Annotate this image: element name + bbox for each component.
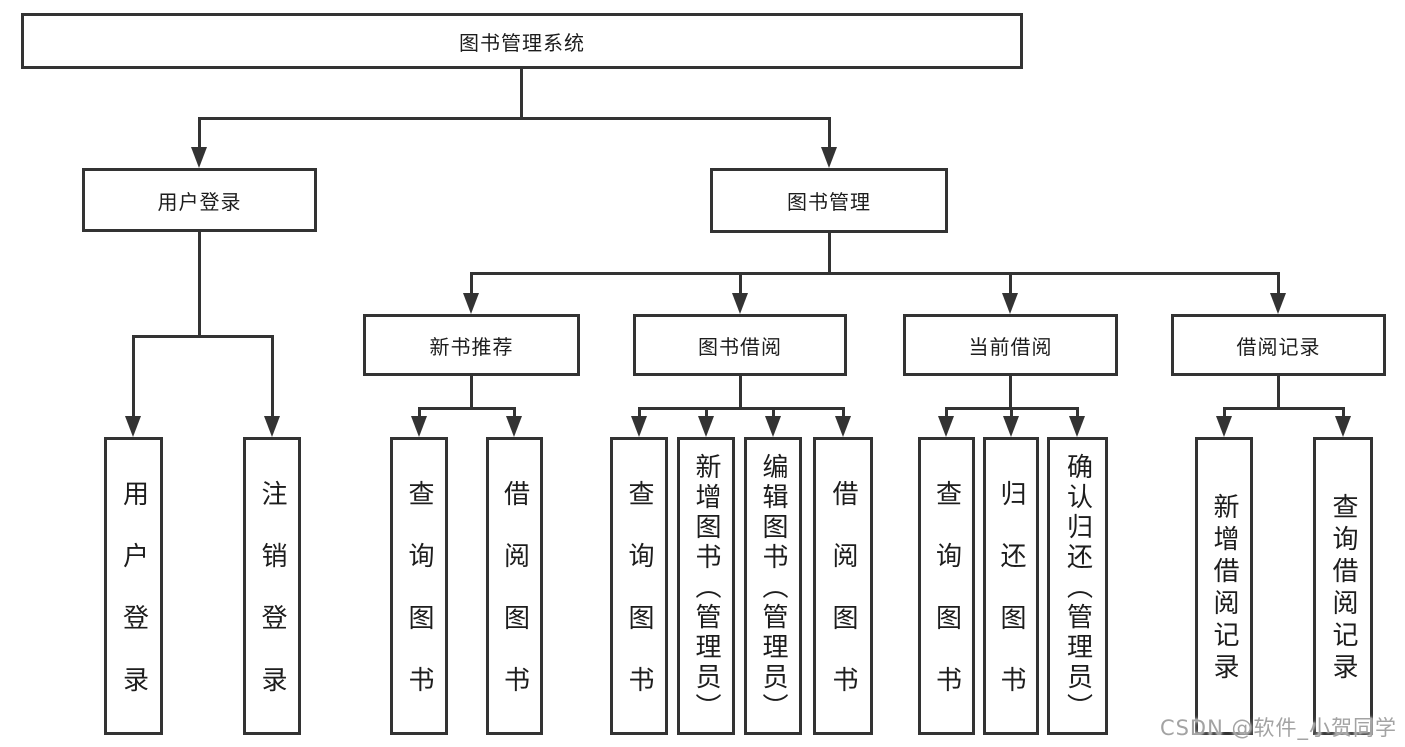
connector-vline xyxy=(469,376,473,410)
leaf-current-confirm-return-admin: 确认归还（管理员） xyxy=(1047,437,1108,735)
leaf-borrowing-edit-books-admin-label: 编辑图书（管理员） xyxy=(758,453,788,723)
leaf-current-query-books: 查询图书 xyxy=(918,437,975,735)
node-book-borrowing-label: 图书借阅 xyxy=(698,334,782,359)
connector-hline xyxy=(469,271,1280,275)
node-user-login: 用户登录 xyxy=(82,168,317,232)
arrow-stem xyxy=(512,408,516,419)
leaf-recommend-query-books-label: 查询图书 xyxy=(404,480,434,728)
leaf-recommend-borrow-books: 借阅图书 xyxy=(486,437,543,735)
leaf-borrowing-query-books: 查询图书 xyxy=(610,437,668,735)
leaf-borrowing-query-books-label: 查询图书 xyxy=(624,480,654,728)
node-book-management-label: 图书管理 xyxy=(787,190,871,214)
arrowhead-down-icon xyxy=(1335,416,1351,437)
arrowhead-down-icon xyxy=(1216,416,1232,437)
connector-vline xyxy=(519,69,523,120)
arrowhead-down-icon xyxy=(821,147,837,168)
node-borrow-records: 借阅记录 xyxy=(1171,314,1386,376)
connector-vline xyxy=(827,233,831,275)
arrow-stem xyxy=(944,408,948,419)
leaf-current-query-books-label: 查询图书 xyxy=(931,480,962,728)
leaf-current-return-books-label: 归还图书 xyxy=(996,480,1026,728)
csdn-watermark: CSDN @软件_小贺同学 xyxy=(1159,716,1397,740)
node-user-login-label: 用户登录 xyxy=(157,189,242,214)
node-book-borrowing: 图书借阅 xyxy=(633,314,847,376)
connector-vline xyxy=(197,232,201,338)
leaf-borrowing-edit-books-admin: 编辑图书（管理员） xyxy=(744,437,802,735)
arrow-stem xyxy=(704,408,708,419)
connector-vline xyxy=(1008,376,1012,410)
arrowhead-down-icon xyxy=(191,147,207,168)
connector-vline xyxy=(738,376,742,410)
arrowhead-down-icon xyxy=(1003,416,1019,437)
leaf-current-return-books: 归还图书 xyxy=(983,437,1039,735)
connector-hline xyxy=(637,406,845,410)
arrowhead-down-icon xyxy=(732,293,748,314)
arrow-stem xyxy=(1341,408,1345,419)
node-root: 图书管理系统 xyxy=(21,13,1023,69)
leaf-recommend-borrow-books-label: 借阅图书 xyxy=(499,480,530,728)
leaf-current-confirm-return-admin-label: 确认归还（管理员） xyxy=(1062,453,1093,723)
arrowhead-down-icon xyxy=(698,416,714,437)
leaf-user-login-label: 用户登录 xyxy=(118,480,149,728)
arrow-stem xyxy=(1222,408,1226,419)
connector-hline xyxy=(197,116,831,120)
node-new-book-recommend-label: 新书推荐 xyxy=(429,334,514,359)
arrowhead-down-icon xyxy=(463,293,479,314)
leaf-records-add-borrow-record-label: 新增借阅记录 xyxy=(1209,493,1239,685)
arrow-stem xyxy=(637,408,641,419)
arrow-stem xyxy=(1075,408,1079,419)
arrowhead-down-icon xyxy=(264,416,280,437)
connector-vline xyxy=(1276,376,1280,410)
leaf-borrowing-borrow-books: 借阅图书 xyxy=(813,437,873,735)
connector-hline xyxy=(1222,406,1345,410)
arrow-stem xyxy=(738,273,742,296)
leaf-borrowing-add-books-admin: 新增图书（管理员） xyxy=(677,437,735,735)
arrowhead-down-icon xyxy=(506,416,522,437)
arrowhead-down-icon xyxy=(835,416,851,437)
leaf-recommend-query-books: 查询图书 xyxy=(390,437,448,735)
arrowhead-down-icon xyxy=(411,416,427,437)
leaf-borrowing-borrow-books-label: 借阅图书 xyxy=(828,480,858,728)
arrowhead-down-icon xyxy=(1069,416,1085,437)
leaf-records-query-borrow-record: 查询借阅记录 xyxy=(1313,437,1373,735)
arrow-stem xyxy=(841,408,845,419)
arrow-stem xyxy=(469,273,473,296)
arrow-stem xyxy=(417,408,421,419)
arrowhead-down-icon xyxy=(765,416,781,437)
arrow-stem xyxy=(771,408,775,419)
arrowhead-down-icon xyxy=(1270,293,1286,314)
arrow-stem xyxy=(197,118,201,150)
leaf-records-query-borrow-record-label: 查询借阅记录 xyxy=(1328,493,1358,685)
arrowhead-down-icon xyxy=(125,416,141,437)
arrow-stem xyxy=(131,336,135,419)
arrowhead-down-icon xyxy=(1002,293,1018,314)
arrowhead-down-icon xyxy=(631,416,647,437)
node-book-management: 图书管理 xyxy=(710,168,948,233)
node-borrow-records-label: 借阅记录 xyxy=(1236,334,1321,359)
connector-hline xyxy=(131,334,274,338)
node-root-label: 图书管理系统 xyxy=(459,30,585,55)
leaf-user-login: 用户登录 xyxy=(104,437,163,735)
node-current-borrowing: 当前借阅 xyxy=(903,314,1118,376)
arrow-stem xyxy=(1008,273,1012,296)
arrow-stem xyxy=(1009,408,1013,419)
node-current-borrowing-label: 当前借阅 xyxy=(968,334,1053,359)
leaf-logout: 注销登录 xyxy=(243,437,301,735)
arrowhead-down-icon xyxy=(938,416,954,437)
connector-hline xyxy=(417,406,516,410)
leaf-logout-label: 注销登录 xyxy=(257,480,287,728)
leaf-borrowing-add-books-admin-label: 新增图书（管理员） xyxy=(691,453,721,723)
arrow-stem xyxy=(827,118,831,150)
arrow-stem xyxy=(1276,273,1280,296)
arrow-stem xyxy=(270,336,274,419)
node-new-book-recommend: 新书推荐 xyxy=(363,314,580,376)
leaf-records-add-borrow-record: 新增借阅记录 xyxy=(1195,437,1253,735)
